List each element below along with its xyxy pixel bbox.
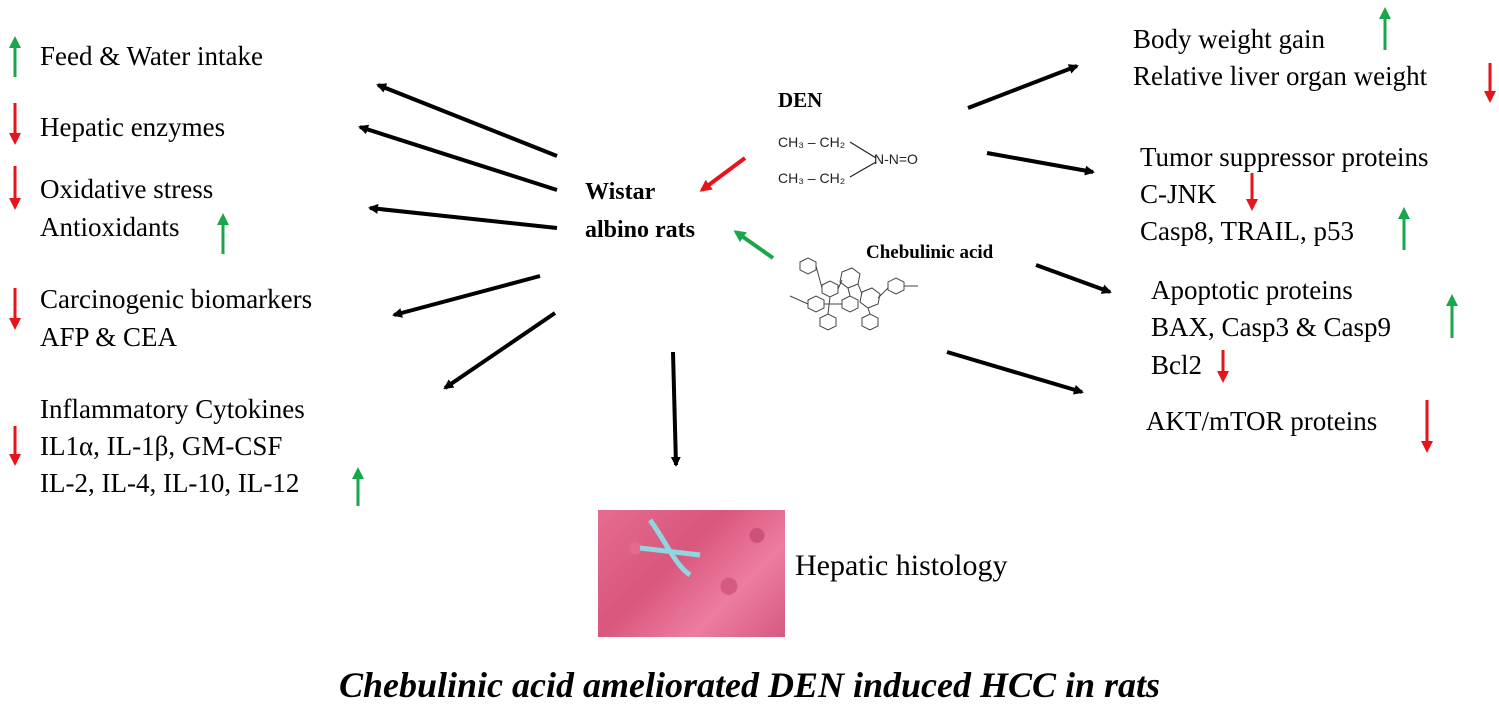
- hepatic-histology-label: Hepatic histology: [795, 549, 1008, 582]
- arrow-to-inflammatory: [443, 311, 557, 390]
- bcl2-label: Bcl2: [1151, 350, 1202, 380]
- carcinogenic-biomarkers-label: Carcinogenic biomarkers: [40, 284, 313, 314]
- chebulinic-to-rats-arrow: [733, 230, 775, 260]
- den-formula-bottom: CH₃ – CH₂: [778, 170, 846, 186]
- histology-vessel: [639, 518, 701, 578]
- den-formula-group: N-N=O: [874, 151, 918, 167]
- figure-title: Chebulinic acid ameliorated DEN induced …: [338, 665, 1161, 704]
- hepatic-histology-image: [598, 510, 785, 637]
- cjnk-label: C-JNK: [1140, 179, 1217, 209]
- albino-rats-label: albino rats: [585, 217, 696, 243]
- den-label: DEN: [778, 88, 823, 112]
- hepatic-enzymes-label: Hepatic enzymes: [40, 112, 226, 142]
- tumor-suppressor-label: Tumor suppressor proteins: [1140, 142, 1429, 172]
- oxidative-stress-label: Oxidative stress: [40, 174, 214, 204]
- arrow-to-histology: [670, 351, 681, 467]
- body-weight-gain-label: Body weight gain: [1133, 24, 1325, 54]
- interleukin-line-1: IL1α, IL-1β, GM-CSF: [40, 431, 283, 461]
- feed-water-intake-label: Feed & Water intake: [40, 41, 264, 71]
- interleukin-line-2: IL-2, IL-4, IL-10, IL-12: [40, 468, 300, 498]
- den-to-rats-arrow: [699, 156, 747, 192]
- akt-mtor-label: AKT/mTOR proteins: [1146, 406, 1378, 436]
- den-bond-bottom: [849, 161, 877, 178]
- arrow-to-tumor-suppressor: [986, 151, 1095, 176]
- afp-cea-label: AFP & CEA: [40, 322, 178, 352]
- arrow-to-hepatic-enzymes: [358, 124, 558, 192]
- chebulinic-acid-label: Chebulinic acid: [866, 242, 994, 263]
- apoptotic-proteins-label: Apoptotic proteins: [1151, 275, 1353, 305]
- antioxidants-label: Antioxidants: [40, 212, 180, 242]
- arrow-to-akt-mtor: [946, 350, 1084, 395]
- relative-liver-weight-label: Relative liver organ weight: [1133, 61, 1428, 91]
- bax-casp-label: BAX, Casp3 & Casp9: [1151, 312, 1392, 342]
- chebulinic-acid-structure: [789, 257, 918, 331]
- den-formula-top: CH₃ – CH₂: [778, 134, 846, 150]
- arrow-to-carcinogenic: [392, 274, 541, 318]
- arrow-to-oxidative-stress: [368, 203, 558, 230]
- inflammatory-cytokines-label: Inflammatory Cytokines: [40, 394, 305, 424]
- arrow-to-body-weight: [967, 64, 1079, 110]
- casp8-trail-p53-label: Casp8, TRAIL, p53: [1140, 216, 1354, 246]
- wistar-label: Wistar: [585, 179, 656, 205]
- den-bond-top: [849, 141, 877, 159]
- arrow-to-feed-water: [376, 83, 558, 158]
- arrow-to-apoptotic: [1035, 263, 1112, 294]
